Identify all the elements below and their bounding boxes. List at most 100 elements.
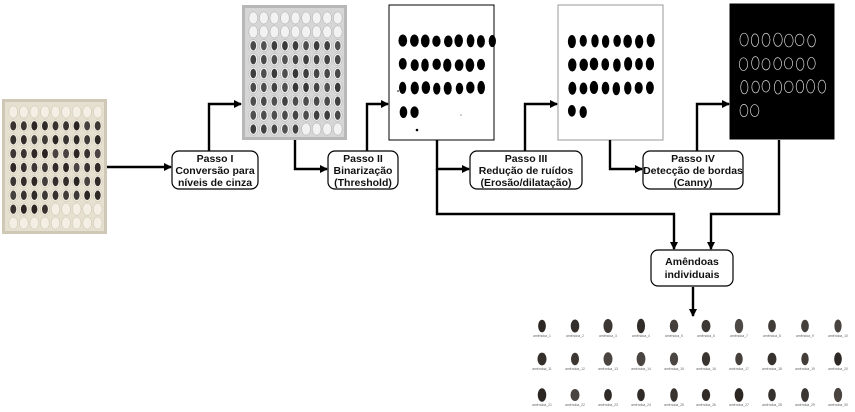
arrow-step1-to-gray [207,100,242,151]
arrow-canny-to-result [707,140,781,250]
step4-box: Passo IV Detecção de bordas (Canny) [642,150,744,190]
almond-thumbnail [768,319,776,333]
almond-crop-label: amêndoa_23 [598,403,618,407]
almond-thumbnail [833,387,843,403]
almond-crop-label: amêndoa_5 [665,334,683,338]
canny-edges-image [729,3,835,140]
almond-crop: amêndoa_7 [730,318,748,338]
almond-thumbnail [801,319,809,333]
almond-crop-label: amêndoa_2 [566,334,584,338]
almond-thumbnail [603,352,613,366]
step4-line3: (Canny) [673,177,712,189]
almond-crop: amêndoa_30 [828,387,848,407]
almond-thumbnail [637,388,645,402]
almond-thumbnail [603,318,613,334]
almond-crop: amêndoa_3 [599,318,617,338]
almond-thumbnail [604,388,612,402]
almond-crop: amêndoa_24 [631,388,651,407]
almond-crop-label: amêndoa_11 [532,367,552,371]
almond-thumbnail [537,388,547,402]
almond-crop-label: amêndoa_19 [795,367,815,371]
almond-crop-label: amêndoa_26 [696,403,716,407]
result-line2: individuais [665,269,720,281]
result-box: Amêndoas individuais [650,249,734,287]
almond-crop-label: amêndoa_7 [730,334,748,338]
almond-crop-label: amêndoa_12 [565,367,585,371]
step1-line3: níveis de cinza [178,177,252,189]
almond-crop-label: amêndoa_10 [828,334,848,338]
almond-crop-label: amêndoa_28 [762,403,782,407]
almond-crop: amêndoa_21 [532,388,552,407]
almond-crop: amêndoa_16 [696,352,716,371]
arrow-binary-to-result [435,169,678,250]
arrow-step3-to-clean [523,100,558,151]
almond-crop-label: amêndoa_18 [762,367,782,371]
step1-line2: Conversão para [175,165,255,177]
almond-thumbnail [768,388,776,402]
almond-crop: amêndoa_18 [762,352,782,371]
step3-title: Passo III [505,153,548,165]
almond-thumbnail [670,388,678,402]
almond-crop: amêndoa_29 [795,388,815,407]
almond-thumbnail [767,352,777,366]
almond-thumbnail [734,318,744,334]
step4-title: Passo IV [671,153,715,165]
almond-crop: amêndoa_26 [696,388,716,407]
almond-thumbnail [834,352,842,366]
almond-crop: amêndoa_11 [532,352,552,371]
step4-line2: Detecção de bordas [643,165,743,177]
almond-thumbnail [537,352,547,366]
original-image [2,99,107,234]
almond-crop-label: amêndoa_16 [696,367,716,371]
almond-thumbnail [734,388,744,402]
almond-crop-label: amêndoa_20 [828,367,848,371]
almond-crop-label: amêndoa_14 [631,367,651,371]
almond-crops-grid: amêndoa_1 amêndoa_2 amêndoa_3 amêndoa_4 amên… [532,318,848,407]
arrow-step4-to-canny [695,100,730,151]
almond-crop: amêndoa_6 [697,319,715,338]
almond-crop-label: amêndoa_13 [598,367,618,371]
arrow-gray-to-step2 [293,140,328,173]
step3-line2: Redução de ruídos [479,165,574,177]
step2-line2: Binarização [334,165,393,177]
almond-crop: amêndoa_2 [566,319,584,338]
almond-thumbnail [834,319,842,333]
almond-thumbnail [538,319,546,333]
almond-crop-label: amêndoa_3 [599,334,617,338]
almond-crop: amêndoa_4 [632,318,650,338]
step3-box: Passo III Redução de ruídos (Erosão/dila… [469,150,583,190]
almond-thumbnail [669,319,679,333]
almond-crop-label: amêndoa_22 [565,403,585,407]
step2-line3: (Threshold) [334,177,392,189]
almond-thumbnail [801,388,809,402]
almond-crop-label: amêndoa_1 [533,334,551,338]
step1-box: Passo I Conversão para níveis de cinza [171,150,259,190]
almond-thumbnail [636,318,646,334]
almond-crop-label: amêndoa_8 [763,334,781,338]
almond-thumbnail [669,352,679,366]
arrow-step2-to-binary [365,100,389,151]
almond-crop: amêndoa_17 [729,352,749,371]
almond-thumbnail [570,388,580,402]
almond-thumbnail [735,352,743,366]
almond-thumbnail [701,388,711,402]
almond-thumbnail [570,352,580,366]
connectors [107,100,781,317]
step2-box: Passo II Binarização (Threshold) [327,150,399,190]
almond-crop: amêndoa_15 [664,352,684,371]
almond-crop-label: amêndoa_25 [664,403,684,407]
almond-crop-label: amêndoa_6 [697,334,715,338]
step3-line3: (Erosão/dilatação) [480,177,571,189]
almond-crop-label: amêndoa_30 [828,403,848,407]
almond-crop: amêndoa_20 [828,352,848,371]
almond-crop-label: amêndoa_29 [795,403,815,407]
almond-crop: amêndoa_14 [631,351,651,371]
result-line1: Amêndoas [665,256,719,268]
almond-crop: amêndoa_27 [729,388,749,407]
almond-crop-label: amêndoa_9 [796,334,814,338]
almond-crop: amêndoa_28 [762,388,782,407]
grayscale-image [242,5,347,140]
almond-crop-label: amêndoa_17 [729,367,749,371]
